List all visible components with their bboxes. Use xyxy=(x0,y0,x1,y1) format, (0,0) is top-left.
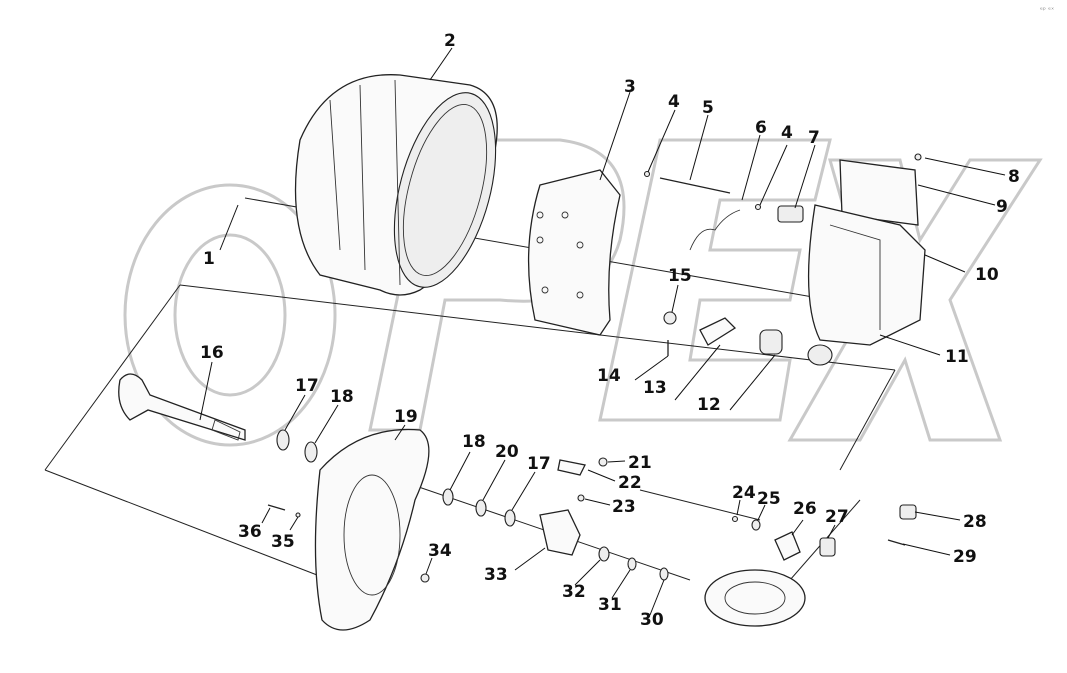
callout-15: 15 xyxy=(668,266,692,286)
callout-16: 16 xyxy=(200,343,224,363)
callout-33: 33 xyxy=(484,565,508,585)
callout-34: 34 xyxy=(428,541,452,561)
callout-21: 21 xyxy=(628,453,652,473)
callout-labels: 1 2 3 4 4 5 6 7 8 9 10 11 12 13 14 15 16… xyxy=(200,31,1020,630)
callout-6: 6 xyxy=(755,118,767,138)
opex-watermark xyxy=(123,138,1043,447)
callout-36: 36 xyxy=(238,522,262,542)
bracket-bolt-nut xyxy=(557,457,608,502)
callout-9: 9 xyxy=(996,197,1008,217)
callout-12: 12 xyxy=(697,395,721,415)
callout-2: 2 xyxy=(444,31,456,51)
callout-7: 7 xyxy=(808,128,820,148)
brake-lining xyxy=(527,169,621,336)
callout-32: 32 xyxy=(562,582,586,602)
callout-17: 17 xyxy=(295,376,319,396)
callout-5: 5 xyxy=(702,98,714,118)
callout-28: 28 xyxy=(963,512,987,532)
callout-3: 3 xyxy=(624,77,636,97)
camshaft-washers xyxy=(276,429,516,527)
callout-1: 1 xyxy=(203,249,215,269)
callout-23: 23 xyxy=(612,497,636,517)
roller-link-pin xyxy=(663,311,783,356)
callout-17: 17 xyxy=(527,454,551,474)
callout-22: 22 xyxy=(618,473,642,493)
slack-adjuster xyxy=(539,509,669,581)
callout-19: 19 xyxy=(394,407,418,427)
callout-29: 29 xyxy=(953,547,977,567)
shield-bolts xyxy=(267,504,301,518)
callout-13: 13 xyxy=(643,378,667,398)
callout-20: 20 xyxy=(495,442,519,462)
dust-shield xyxy=(314,428,430,631)
rear-brake-shoe xyxy=(807,153,926,366)
callout-27: 27 xyxy=(825,507,849,527)
callout-35: 35 xyxy=(271,532,295,552)
callout-24: 24 xyxy=(732,483,756,503)
callout-30: 30 xyxy=(640,610,664,630)
callout-25: 25 xyxy=(757,489,781,509)
brake-chamber xyxy=(704,504,917,627)
camshaft xyxy=(118,373,246,441)
callout-8: 8 xyxy=(1008,167,1020,187)
brake-drum xyxy=(294,74,498,296)
callout-18: 18 xyxy=(462,432,486,452)
anchor-pin-and-springs xyxy=(643,170,804,251)
callout-11: 11 xyxy=(945,347,969,367)
callout-10: 10 xyxy=(975,265,999,285)
callout-4: 4 xyxy=(781,123,793,143)
assembly-axis-lines xyxy=(44,197,896,581)
callout-26: 26 xyxy=(793,499,817,519)
callout-4: 4 xyxy=(668,92,680,112)
callout-18: 18 xyxy=(330,387,354,407)
callout-14: 14 xyxy=(597,366,621,386)
corner-mark: ᵉᵖ ᵉˣ xyxy=(1040,6,1054,14)
callout-31: 31 xyxy=(598,595,622,615)
leader-lines xyxy=(199,47,1006,616)
